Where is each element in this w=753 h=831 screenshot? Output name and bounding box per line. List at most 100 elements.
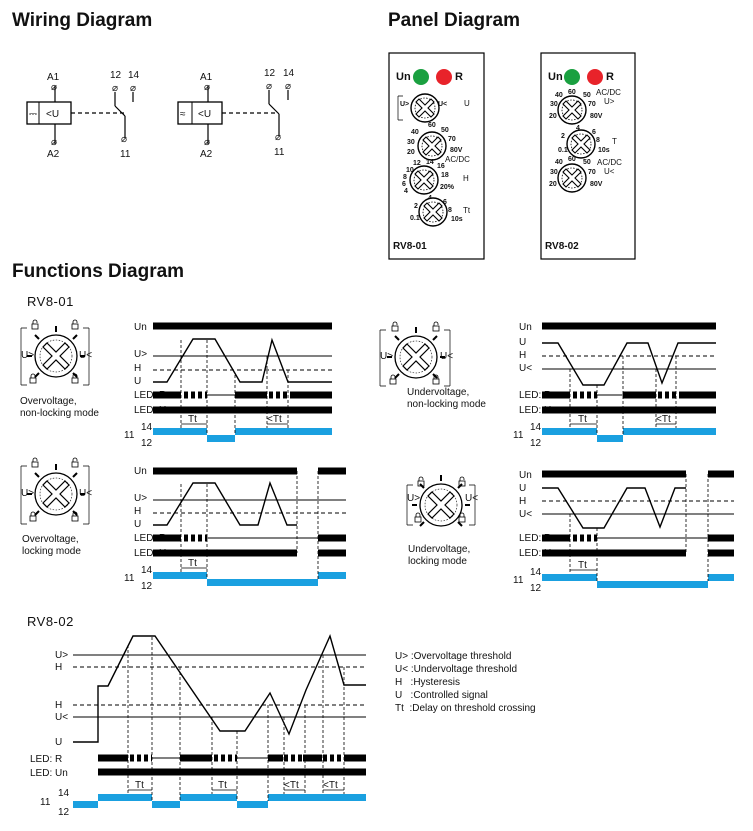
knob-side-label: AC/DC	[445, 155, 470, 164]
knob-label: U>	[400, 101, 409, 108]
scale-label: 18	[441, 172, 449, 179]
knob-side-label: U	[464, 99, 470, 108]
mode-caption: Overvoltage,	[22, 534, 79, 545]
legend-item: H :Hysteresis	[395, 677, 460, 688]
hysteresis-knob-icon[interactable]	[409, 165, 439, 195]
row-label: LED: Un	[519, 548, 557, 559]
red-led-icon	[587, 69, 603, 85]
scale-label: 4	[404, 188, 408, 195]
row-label: H	[134, 363, 141, 374]
scale-label: 6	[592, 129, 596, 136]
function-undervoltage-locking: U> U< Undervoltage, locking mode Un U H …	[406, 470, 734, 594]
ac-symbol-icon: ≈	[180, 109, 186, 120]
scale-label: 0.1	[410, 215, 420, 222]
signal-curve	[153, 480, 297, 526]
delay-knob-icon[interactable]	[418, 197, 448, 227]
scale-label: 20	[549, 181, 557, 188]
row-label: LED: R	[134, 390, 166, 401]
green-led-icon	[564, 69, 580, 85]
signal-curve	[153, 337, 332, 383]
tt-label: Tt	[578, 414, 587, 425]
led-r-label: R	[606, 71, 614, 83]
scale-label: 40	[555, 159, 563, 166]
mode-caption: non-locking mode	[20, 408, 99, 419]
row-label: H	[519, 496, 526, 507]
scale-label: 10s	[451, 216, 463, 223]
scale-label: 50	[583, 92, 591, 99]
scale-label: 30	[550, 169, 558, 176]
scale-label: 60	[428, 122, 436, 129]
scale-label: 60	[568, 89, 576, 96]
terminal-a1: A1	[200, 72, 213, 83]
mode-knob-icon	[26, 325, 86, 378]
threshold-knob-icon[interactable]	[417, 131, 447, 161]
row-label: LED: R	[134, 533, 166, 544]
scale-label: 30	[407, 139, 415, 146]
row-label: 12	[530, 583, 542, 594]
row-label: 11	[124, 430, 135, 441]
scale-label: 40	[555, 92, 563, 99]
knob-side-label: AC/DC	[596, 88, 621, 97]
row-label: 11	[513, 575, 524, 586]
row-label: U>	[134, 493, 147, 504]
row-label: H	[55, 662, 62, 673]
undervoltage-knob-icon[interactable]	[557, 163, 587, 193]
knob-side-label: AC/DC	[597, 158, 622, 167]
row-label: LED: R	[519, 533, 551, 544]
row-label: H	[134, 506, 141, 517]
row-label: 11	[40, 797, 51, 808]
svg-text:⌀: ⌀	[121, 134, 127, 145]
scale-label: 30	[550, 101, 558, 108]
row-label: U	[519, 483, 526, 494]
terminal-cross-icon: ⌀	[51, 82, 57, 93]
terminal-14: 14	[283, 68, 295, 79]
row-label: U<	[519, 363, 532, 374]
row-label: H	[519, 350, 526, 361]
knob-label: U<	[438, 101, 447, 108]
scale-label: 6	[443, 199, 447, 206]
row-label: LED: R	[519, 390, 551, 401]
scale-label: 80V	[590, 181, 603, 188]
mode-caption: Undervoltage,	[407, 387, 469, 398]
scale-label: 10s	[598, 147, 610, 154]
row-label: 14	[141, 565, 153, 576]
knob-label: U>	[380, 351, 393, 362]
terminal-a1: A1	[47, 72, 60, 83]
rv8-01-title: RV8-01	[27, 294, 74, 309]
legend-item: U :Controlled signal	[395, 690, 488, 701]
coil-label: <U	[46, 109, 59, 120]
tt-label: <Tt	[267, 414, 282, 425]
svg-text:⌀: ⌀	[275, 132, 281, 143]
row-label: U>	[134, 349, 147, 360]
scale-label: 2	[561, 133, 565, 140]
knob-label: U<	[440, 351, 453, 362]
delay-knob-icon[interactable]	[566, 129, 596, 159]
function-undervoltage-nonlocking: U> U< Undervoltage, non-locking mode Un …	[379, 321, 716, 449]
scale-label: 20	[549, 113, 557, 120]
row-label: 11	[513, 430, 524, 441]
mode-selector-knob-icon[interactable]	[410, 93, 440, 123]
scale-label: 70	[448, 136, 456, 143]
row-label: Un	[134, 322, 147, 333]
terminal-12: 12	[110, 70, 122, 81]
scale-label: 6	[402, 181, 406, 188]
svg-text:⌀: ⌀	[266, 81, 272, 92]
row-label: 14	[530, 567, 542, 578]
terminal-a2: A2	[200, 149, 213, 160]
overvoltage-knob-icon[interactable]	[557, 95, 587, 125]
panel-rv8-02: Un R 60 40 50 70 30 20 80V AC/DC U> 4 2 …	[540, 52, 636, 260]
scale-label: 80V	[590, 113, 603, 120]
row-label: 12	[530, 438, 542, 449]
row-label: 12	[58, 807, 70, 818]
led-r-label: R	[455, 71, 463, 83]
row-label: 12	[141, 581, 153, 592]
scale-label: 0.1	[558, 147, 568, 154]
knob-side-label: H	[463, 174, 469, 183]
scale-label: 8	[448, 207, 452, 214]
wiring-heading: Wiring Diagram	[12, 10, 152, 31]
function-rv8-02: U> H H U< U LED: R LED: Un 14 11 12	[30, 633, 366, 818]
terminal-11: 11	[120, 149, 131, 160]
led-un-label: Un	[396, 71, 411, 83]
tt-label: Tt	[188, 414, 197, 425]
row-label: H	[55, 700, 62, 711]
